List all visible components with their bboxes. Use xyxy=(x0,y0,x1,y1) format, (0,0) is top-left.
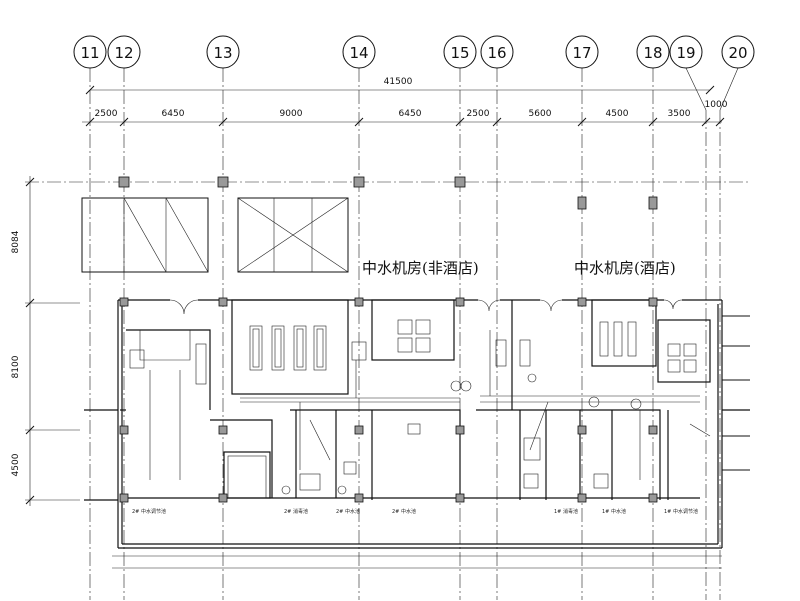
overall-dimension-text: 41500 xyxy=(384,77,413,87)
span-dim-5: 2500 xyxy=(467,109,490,119)
row-grid-lines xyxy=(25,181,750,501)
shaft-openings xyxy=(81,197,349,273)
axis-label-20: 20 xyxy=(728,44,747,62)
axis-label-16: 16 xyxy=(487,44,506,62)
axis-label-12: 12 xyxy=(114,44,133,62)
span-dim-4: 6450 xyxy=(399,109,422,119)
axis-markers: 11 12 13 14 15 16 17 xyxy=(73,35,755,600)
vdim-8084: 8084 xyxy=(11,230,21,253)
axis-16: 16 xyxy=(480,35,514,600)
doors xyxy=(169,299,683,499)
columns-row1 xyxy=(118,176,658,210)
room-title-hotel: 中水机房(酒店) xyxy=(574,259,676,277)
span-dim-8: 3500 xyxy=(668,109,691,119)
axis-label-14: 14 xyxy=(349,44,368,62)
columns-building xyxy=(119,297,658,503)
span-dim-3: 9000 xyxy=(280,109,303,119)
axis-label-11: 11 xyxy=(80,44,99,62)
vertical-dimensions: 8084 8100 4500 xyxy=(11,176,35,506)
span-dimensions: 2500 6450 9000 6450 2500 5600 4500 3500 … xyxy=(82,100,728,127)
axis-label-15: 15 xyxy=(450,44,469,62)
axis-19: 19 xyxy=(669,35,707,600)
axis-label-13: 13 xyxy=(213,44,232,62)
tank-labels: 2# 中水调节池 2# 消毒池 2# 中水池 2# 中水池 1# 消毒池 1# … xyxy=(132,508,698,515)
tank-label-2: 2# 消毒池 xyxy=(284,508,308,515)
tank-label-4: 2# 中水池 xyxy=(392,508,416,515)
axis-20: 20 xyxy=(719,35,755,600)
axis-label-18: 18 xyxy=(643,44,662,62)
overall-dimension: 41500 xyxy=(85,77,715,95)
bottom-dimension-line xyxy=(112,555,722,569)
axis-label-17: 17 xyxy=(572,44,591,62)
piping xyxy=(139,330,711,480)
vdim-8100: 8100 xyxy=(11,355,21,378)
axis-14: 14 xyxy=(342,35,376,600)
room-title-non-hotel: 中水机房(非酒店) xyxy=(362,259,479,277)
axis-label-19: 19 xyxy=(676,44,695,62)
axis-15: 15 xyxy=(443,35,477,600)
tank-label-7: 1# 中水调节池 xyxy=(664,508,698,515)
right-wall-stubs xyxy=(722,315,750,471)
vdim-4500: 4500 xyxy=(11,453,21,476)
axis-17: 17 xyxy=(565,35,599,600)
tank-label-6: 1# 中水池 xyxy=(602,508,626,515)
axis-13: 13 xyxy=(206,35,240,600)
axis-12: 12 xyxy=(107,35,141,600)
tank-label-3: 2# 中水池 xyxy=(336,508,360,515)
tank-label-1: 2# 中水调节池 xyxy=(132,508,166,515)
span-dim-7: 4500 xyxy=(606,109,629,119)
equipment xyxy=(129,319,697,495)
axis-11: 11 xyxy=(73,35,107,600)
span-dim-6: 5600 xyxy=(529,109,552,119)
span-dim-1: 2500 xyxy=(95,109,118,119)
span-dim-2: 6450 xyxy=(162,109,185,119)
tank-label-5: 1# 消毒池 xyxy=(554,508,578,515)
axis-18: 18 xyxy=(636,35,670,600)
interior-partitions xyxy=(120,299,711,500)
span-dim-9: 1000 xyxy=(705,100,728,110)
